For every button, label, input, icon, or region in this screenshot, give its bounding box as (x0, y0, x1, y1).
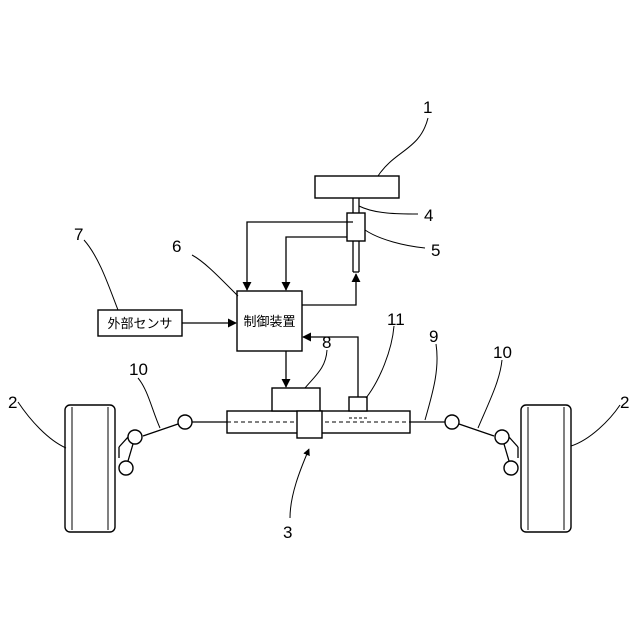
ref-7: 7 (74, 225, 83, 244)
rack-sensor (349, 397, 367, 411)
steering-wheel (315, 176, 399, 198)
ref-4: 4 (424, 206, 433, 225)
assist-motor-upper (272, 388, 320, 411)
ref-8: 8 (322, 333, 331, 352)
leader-6 (192, 255, 238, 296)
external-sensor-label: 外部センサ (107, 316, 172, 331)
joint-right-knuckle (495, 430, 509, 444)
joint-left-lower (119, 461, 133, 475)
joint-right-outer (445, 415, 459, 429)
leader-1 (378, 118, 428, 176)
leader-8 (305, 350, 327, 388)
signal-sensor-to-control (286, 237, 347, 290)
joint-right-lower (504, 461, 518, 475)
signal-shaft-to-control (247, 222, 353, 290)
leader-2-left (18, 402, 66, 448)
signal-control-to-shaft (302, 274, 356, 305)
ref-2-right: 2 (620, 393, 629, 412)
ref-10-right: 10 (493, 343, 512, 362)
ref-10-left: 10 (129, 360, 148, 379)
assist-motor-lower (297, 411, 322, 438)
torque-sensor (347, 213, 365, 241)
leader-2-right (571, 405, 620, 446)
joint-left-outer (178, 415, 192, 429)
ref-9: 9 (429, 327, 438, 346)
leader-7 (84, 240, 118, 310)
leader-10-right (478, 360, 502, 428)
ref-5: 5 (431, 241, 440, 260)
control-device-label: 制御装置 (243, 314, 295, 329)
ref-6: 6 (172, 237, 181, 256)
ref-3: 3 (283, 523, 292, 542)
leader-4 (359, 206, 418, 214)
ref-11: 11 (387, 310, 405, 329)
leader-11 (366, 326, 394, 398)
leader-5 (365, 230, 425, 248)
ref-1: 1 (423, 98, 432, 117)
joint-left-knuckle (128, 430, 142, 444)
leader-10-left (138, 378, 160, 428)
leader-9 (425, 344, 437, 420)
leader-3 (290, 449, 309, 518)
ref-2-left: 2 (8, 393, 17, 412)
